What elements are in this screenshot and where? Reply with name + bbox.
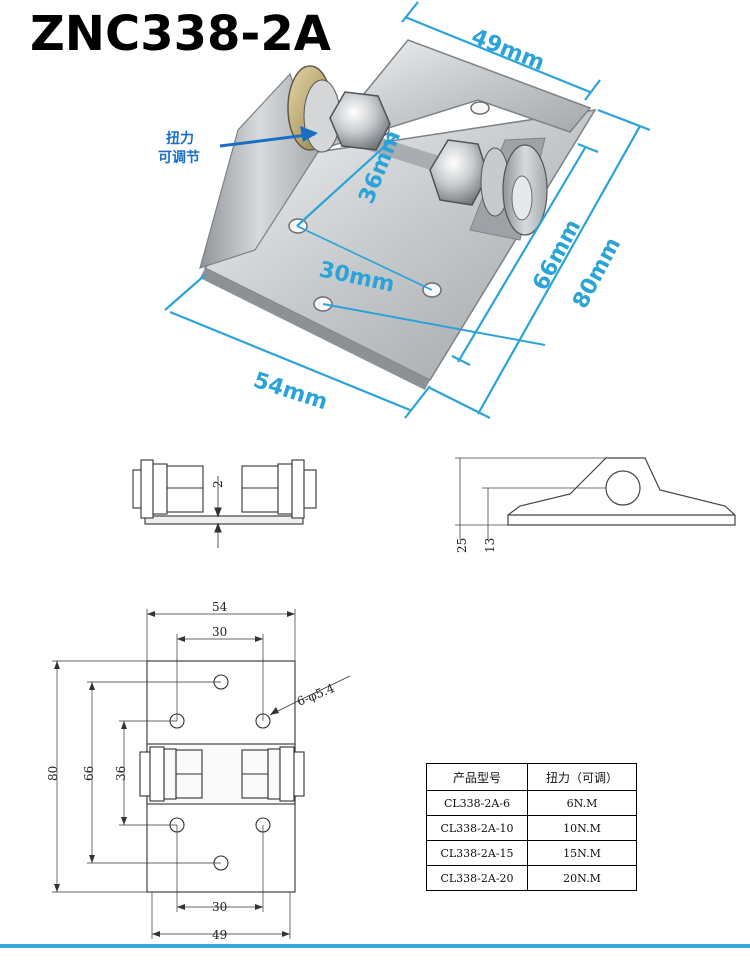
torque-spec-table: 产品型号 扭力（可调） CL338-2A-6 6N.M CL338-2A-10 … — [426, 763, 637, 891]
bottom-accent-bar — [0, 944, 750, 948]
plan-top-hole-spacing: 30 — [212, 625, 227, 639]
table-row: CL338-2A-20 20N.M — [426, 865, 637, 891]
product-title: ZNC338-2A — [30, 6, 331, 62]
plan-view-drawing — [139, 660, 305, 893]
table-row: CL338-2A-15 15N.M — [426, 840, 637, 866]
front-gap-label: 2 — [211, 480, 225, 488]
table-row: CL338-2A-10 10N.M — [426, 815, 637, 841]
table-header-row: 产品型号 扭力（可调） — [426, 763, 637, 791]
column-header: 扭力（可调） — [527, 763, 637, 791]
plan-hole-length: 66 — [82, 766, 96, 781]
plan-overall-length: 80 — [46, 766, 60, 781]
torque-cell: 20N.M — [527, 865, 637, 891]
plan-bottom-width: 49 — [212, 928, 227, 942]
plan-hole-callout: 6-φ5.4 — [295, 681, 337, 709]
hole — [470, 101, 490, 115]
dim-54mm: 54mm — [250, 368, 330, 415]
model-cell: CL338-2A-15 — [426, 840, 528, 866]
side-view-drawing — [455, 457, 736, 540]
plan-dimensions — [52, 609, 351, 939]
side-height-label: 25 — [455, 538, 469, 553]
side-axis-label: 13 — [483, 538, 497, 553]
hinge-photo — [199, 39, 597, 390]
front-view-drawing — [132, 459, 317, 548]
torque-cell: 15N.M — [527, 840, 637, 866]
column-header: 产品型号 — [426, 763, 528, 791]
photo-dimensions — [164, 1, 651, 419]
plan-inner-hole-length: 36 — [114, 766, 128, 781]
dim-80mm: 80mm — [568, 234, 626, 313]
model-cell: CL338-2A-10 — [426, 815, 528, 841]
torque-cell: 10N.M — [527, 815, 637, 841]
plan-bottom-hole-spacing: 30 — [212, 900, 227, 914]
torque-cell: 6N.M — [527, 790, 637, 816]
model-cell: CL338-2A-6 — [426, 790, 528, 816]
model-cell: CL338-2A-20 — [426, 865, 528, 891]
plan-top-width: 54 — [212, 600, 228, 614]
torque-annotation-line1: 扭力 — [166, 130, 194, 147]
torque-annotation-line2: 可调节 — [158, 149, 200, 166]
left-nut — [329, 91, 391, 151]
table-row: CL338-2A-6 6N.M — [426, 790, 637, 816]
